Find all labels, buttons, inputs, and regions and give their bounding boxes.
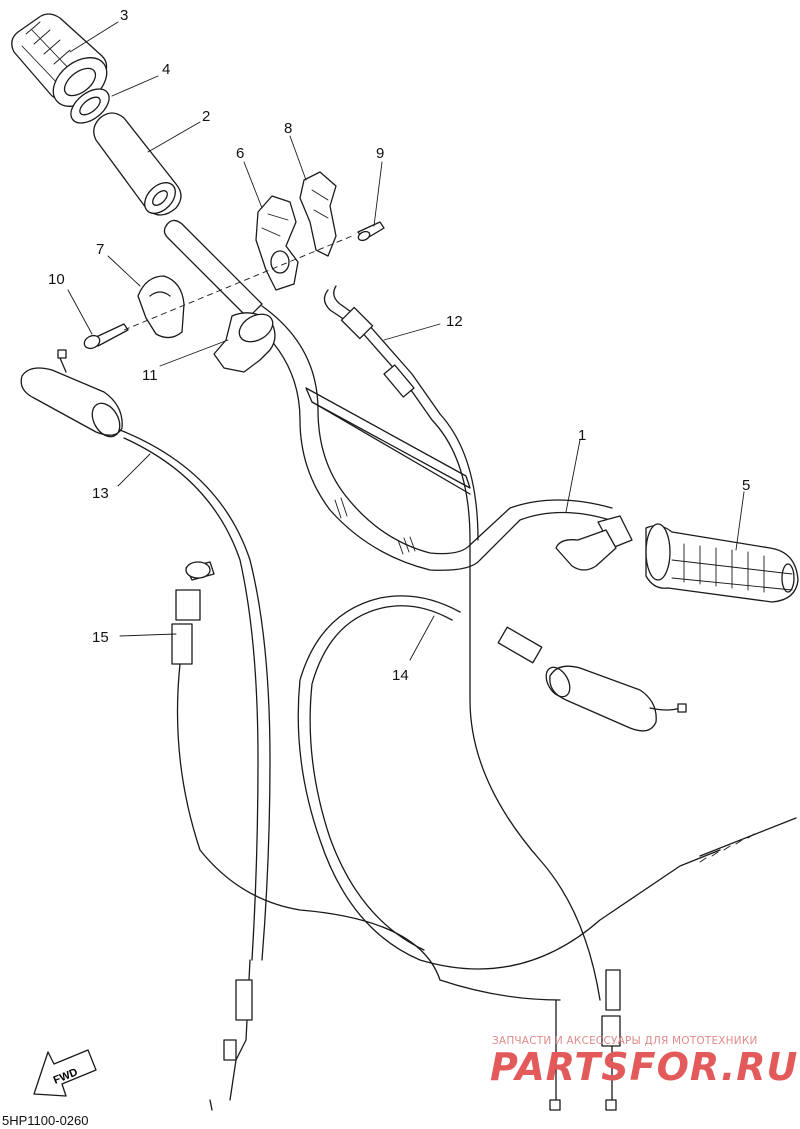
throttle-housing — [255, 195, 299, 291]
handlebar-holder-lower — [213, 312, 276, 373]
watermark-tagline: ЗАПЧАСТИ И АКСЕССУАРЫ ДЛЯ МОТОТЕХНИКИ — [492, 1035, 758, 1047]
brake-cable — [297, 595, 797, 970]
fwd-arrow-icon: FWD — [33, 1049, 97, 1097]
grip-washer — [70, 88, 110, 124]
throttle-tube — [93, 112, 182, 216]
callout-4: 4 — [162, 61, 170, 78]
handlebar — [163, 219, 613, 571]
hot-start-cable — [171, 561, 561, 1001]
callout-12: 12 — [446, 313, 463, 330]
left-grip — [11, 13, 108, 107]
callout-15: 15 — [92, 629, 109, 646]
callout-2: 2 — [202, 108, 210, 125]
callout-8: 8 — [284, 120, 292, 137]
callout-6: 6 — [236, 145, 244, 162]
right-grip — [555, 515, 799, 603]
callout-11: 11 — [142, 367, 158, 384]
clutch-cable — [119, 429, 271, 1111]
callout-7: 7 — [96, 241, 104, 258]
callout-14: 14 — [392, 667, 409, 684]
handlebar-holder-upper — [137, 275, 185, 339]
watermark-brand: PARTSFOR.RU — [490, 1045, 798, 1089]
callout-10: 10 — [48, 271, 65, 288]
callout-5: 5 — [742, 477, 750, 494]
callout-3: 3 — [120, 7, 128, 24]
callout-1: 1 — [578, 427, 586, 444]
callout-13: 13 — [92, 485, 109, 502]
cable-ends — [549, 969, 621, 1111]
brake-lever-right — [545, 665, 687, 732]
watermark: ЗАПЧАСТИ И АКСЕССУАРЫ ДЛЯ МОТОТЕХНИКИ PA… — [490, 1035, 798, 1089]
figure-code: 5HP1100-0260 — [2, 1113, 89, 1128]
leader-lines — [67, 21, 745, 661]
throttle-cable — [323, 285, 601, 1001]
screw — [357, 221, 385, 242]
bolt — [83, 323, 129, 350]
throttle-cap — [299, 171, 337, 257]
clutch-lever-left — [20, 349, 123, 438]
callout-9: 9 — [376, 145, 384, 162]
alignment-line — [123, 235, 353, 331]
